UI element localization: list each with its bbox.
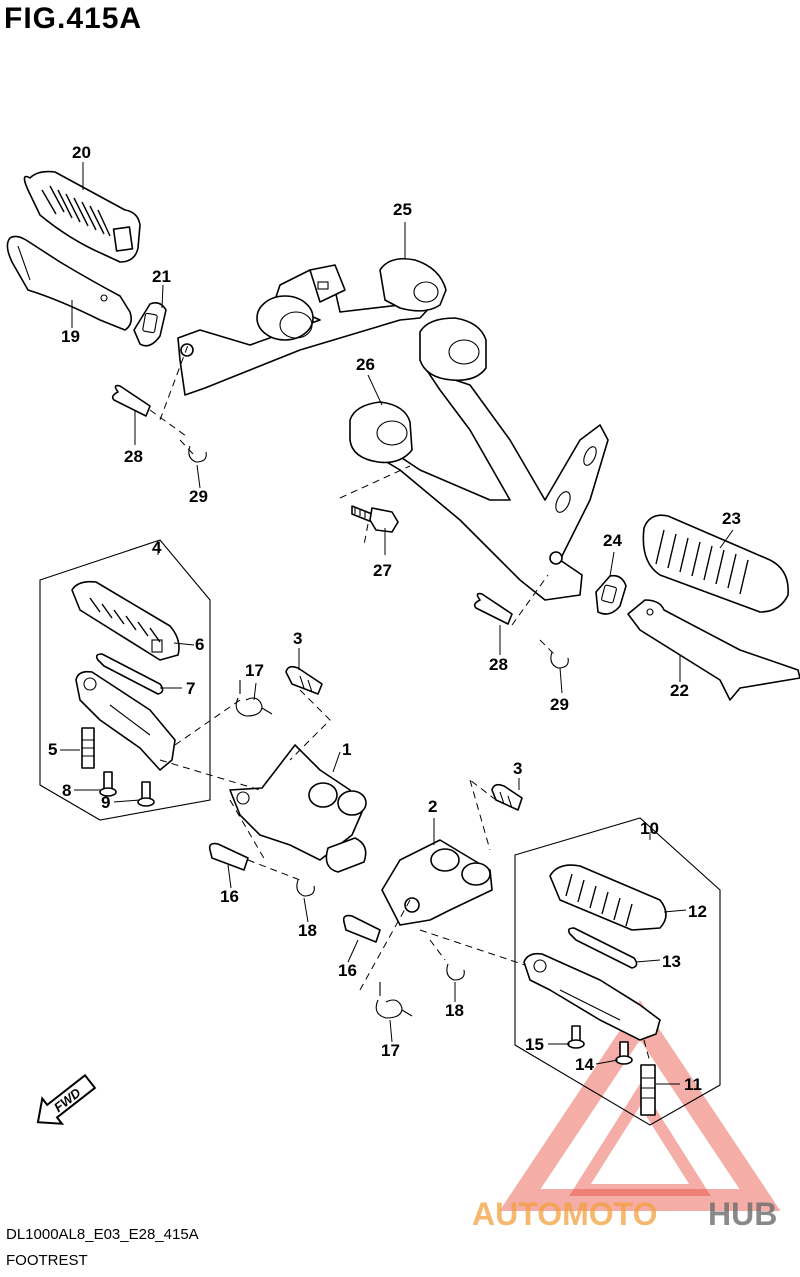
pin-16-left xyxy=(208,842,249,871)
callout-4: 4 xyxy=(152,538,162,557)
bolt-3-upper xyxy=(285,665,323,695)
callout-18-left: 18 xyxy=(298,921,317,940)
callout-25: 25 xyxy=(393,200,412,219)
callout-9: 9 xyxy=(101,793,110,812)
callout-14: 14 xyxy=(575,1055,594,1074)
spring-17-lower xyxy=(375,982,413,1019)
watermark-text-1: AUTOMOTO xyxy=(472,1196,657,1232)
footrest-rubber-20 xyxy=(23,170,141,263)
callout-8: 8 xyxy=(62,781,71,800)
callout-28-left: 28 xyxy=(124,447,143,466)
callout-28-right: 28 xyxy=(489,655,508,674)
callout-16-left: 16 xyxy=(220,887,239,906)
assembly-box-10 xyxy=(514,817,721,1126)
callout-6: 6 xyxy=(195,635,204,654)
callout-29-left: 29 xyxy=(189,487,208,506)
footrest-bracket-2 xyxy=(381,839,493,926)
section-name: FOOTREST xyxy=(6,1252,88,1269)
callout-21: 21 xyxy=(152,267,171,286)
washer-21 xyxy=(133,302,167,347)
clip-29-left xyxy=(188,445,207,463)
leader-lines xyxy=(60,162,734,1085)
callout-17-upper: 17 xyxy=(245,661,264,680)
pin-28-left xyxy=(111,384,151,417)
footrest-rubber-12 xyxy=(549,864,667,931)
watermark-triangle xyxy=(499,1000,781,1211)
callout-3-lower: 3 xyxy=(513,759,522,778)
callout-16-right: 16 xyxy=(338,961,357,980)
figure-title: FIG.415A xyxy=(4,2,143,35)
footrest-plate-22 xyxy=(627,599,800,701)
callout-19: 19 xyxy=(61,327,80,346)
plate-7 xyxy=(95,653,164,695)
footrest-5 xyxy=(75,670,176,771)
callout-22: 22 xyxy=(670,681,689,700)
watermark-text-2: HUB xyxy=(708,1196,777,1232)
footrest-rubber-6 xyxy=(71,580,180,661)
alignment-lines xyxy=(149,344,651,1063)
callout-13: 13 xyxy=(662,952,681,971)
clip-29-right xyxy=(550,651,569,669)
stud-11 xyxy=(640,1064,656,1116)
callout-27: 27 xyxy=(373,561,392,580)
callout-7: 7 xyxy=(186,679,195,698)
footrest-bracket-25 xyxy=(177,257,447,396)
bolt-27 xyxy=(351,505,399,533)
callout-2: 2 xyxy=(428,797,437,816)
callout-5: 5 xyxy=(48,740,57,759)
watermark-logo: AUTOMOTO HUB xyxy=(472,1196,777,1232)
callout-11: 11 xyxy=(684,1075,702,1094)
figure-code: DL1000AL8_E03_E28_415A xyxy=(6,1226,199,1243)
screw-15 xyxy=(567,1025,585,1049)
pin-16-right xyxy=(342,914,381,943)
screw-8 xyxy=(99,771,117,797)
footrest-bracket-1 xyxy=(229,744,367,873)
plate-13 xyxy=(567,927,638,969)
spring-17-upper xyxy=(235,680,273,717)
callout-12: 12 xyxy=(688,902,707,921)
pin-28-right xyxy=(473,592,513,625)
callout-23: 23 xyxy=(722,509,741,528)
callout-17-lower: 17 xyxy=(381,1041,400,1060)
footrest-bracket-26 xyxy=(349,317,609,601)
washer-24 xyxy=(595,574,627,615)
clip-18-right xyxy=(446,963,465,981)
screw-9 xyxy=(137,781,155,807)
assembly-box-4 xyxy=(39,539,211,821)
callout-10: 10 xyxy=(640,819,659,838)
footrest-plate-19 xyxy=(6,235,132,331)
footrest-rubber-23 xyxy=(642,514,789,613)
callout-18-right: 18 xyxy=(445,1001,464,1020)
callout-24: 24 xyxy=(603,531,622,550)
callout-20: 20 xyxy=(72,143,91,162)
forward-arrow-icon: FWD xyxy=(36,1073,97,1125)
callout-1: 1 xyxy=(342,740,351,759)
clip-18-left xyxy=(296,879,315,897)
callout-29-right: 29 xyxy=(550,695,569,714)
callout-3-upper: 3 xyxy=(293,629,302,648)
bolt-3-lower xyxy=(491,783,523,811)
bolt-5-stud xyxy=(81,727,95,769)
callout-26: 26 xyxy=(356,355,375,374)
callout-labels: 1 2 3 3 4 5 6 7 8 9 10 11 12 13 14 15 16… xyxy=(48,143,741,1094)
screw-14 xyxy=(615,1041,633,1065)
callout-15: 15 xyxy=(525,1035,544,1054)
footrest-11 xyxy=(523,952,661,1041)
